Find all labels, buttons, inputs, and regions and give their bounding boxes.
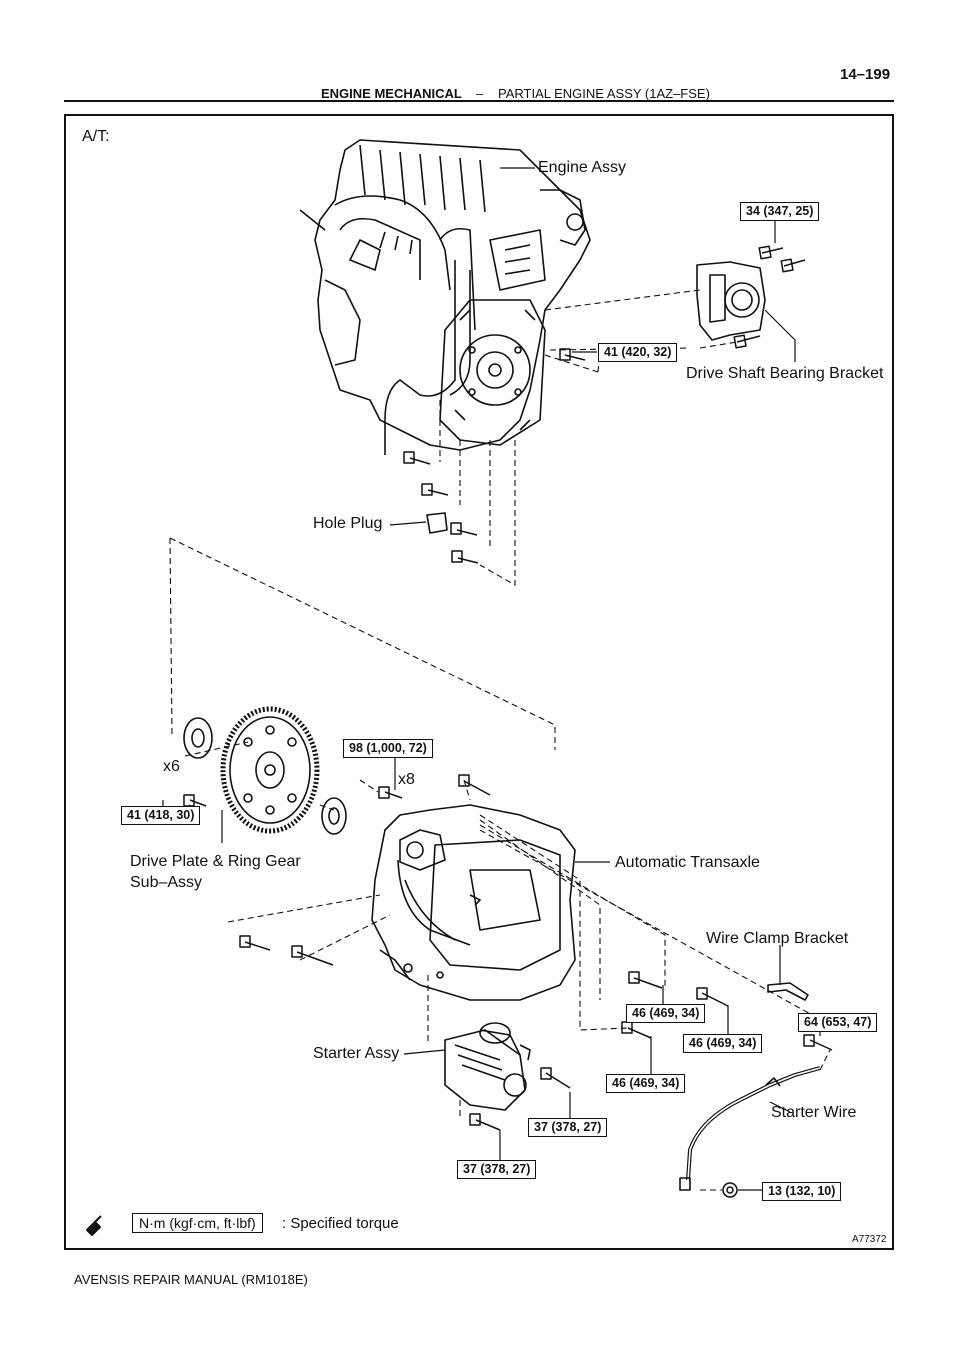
label-starter-assy: Starter Assy	[313, 1045, 400, 1062]
torque-box: 64 (653, 47)	[798, 1013, 878, 1032]
automatic-transaxle-illustration	[371, 804, 576, 1001]
variant-label: A/T:	[82, 128, 110, 145]
label-drive-plate-line1: Drive Plate & Ring Gear	[130, 853, 301, 870]
label-drive-shaft-bearing-bracket: Drive Shaft Bearing Bracket	[686, 365, 884, 382]
torque-box: 41 (420, 32)	[598, 343, 678, 362]
label-automatic-transaxle: Automatic Transaxle	[615, 854, 760, 871]
figure-frame	[64, 114, 894, 1250]
starter-assy-illustration	[444, 1022, 531, 1111]
page-number: 14–199	[840, 66, 891, 83]
drive-shaft-bearing-bracket-illustration	[696, 261, 766, 341]
label-x8: x8	[398, 771, 415, 788]
header-section-title: ENGINE MECHANICAL	[321, 86, 462, 101]
hole-plug-illustration	[426, 512, 448, 534]
torque-unit-legend-box: N·m (kgf·cm, ft·lbf)	[132, 1213, 263, 1233]
torque-legend-text: : Specified torque	[282, 1215, 399, 1232]
header-separator: –	[476, 86, 484, 101]
label-drive-plate-line2: Sub–Assy	[130, 874, 203, 891]
torque-box: 46 (469, 34)	[626, 1004, 706, 1023]
assembly-dashed-lines	[169, 289, 831, 1191]
torque-box: 98 (1,000, 72)	[343, 739, 433, 758]
torque-box: 37 (378, 27)	[457, 1160, 537, 1179]
label-starter-wire: Starter Wire	[771, 1104, 857, 1121]
leader-lines	[162, 167, 821, 1191]
header-rule	[64, 100, 894, 102]
label-wire-clamp-bracket: Wire Clamp Bracket	[706, 930, 849, 947]
torque-box: 46 (469, 34)	[683, 1034, 763, 1053]
starter-wire-illustration	[679, 1066, 821, 1191]
label-hole-plug: Hole Plug	[313, 515, 383, 532]
spacer-plate-illustration	[183, 717, 347, 835]
footer-manual-title: AVENSIS REPAIR MANUAL (RM1018E)	[74, 1272, 308, 1287]
torque-box: 46 (469, 34)	[606, 1074, 686, 1093]
torque-box: 37 (378, 27)	[528, 1118, 608, 1137]
wire-clamp-bracket-illustration	[767, 982, 809, 1001]
figure-id: A77372	[852, 1234, 887, 1245]
torque-box: 13 (132, 10)	[762, 1182, 842, 1201]
header-subsection-title: PARTIAL ENGINE ASSY (1AZ–FSE)	[498, 86, 710, 101]
torque-box: 34 (347, 25)	[740, 202, 820, 221]
torque-wrench-icon	[86, 1215, 102, 1236]
drive-plate-ring-gear-illustration	[220, 706, 320, 834]
engine-assy-illustration	[299, 139, 591, 455]
torque-box: 41 (418, 30)	[121, 806, 201, 825]
label-x6: x6	[163, 758, 180, 775]
label-engine-assy: Engine Assy	[538, 159, 627, 176]
bolts	[183, 245, 833, 1198]
